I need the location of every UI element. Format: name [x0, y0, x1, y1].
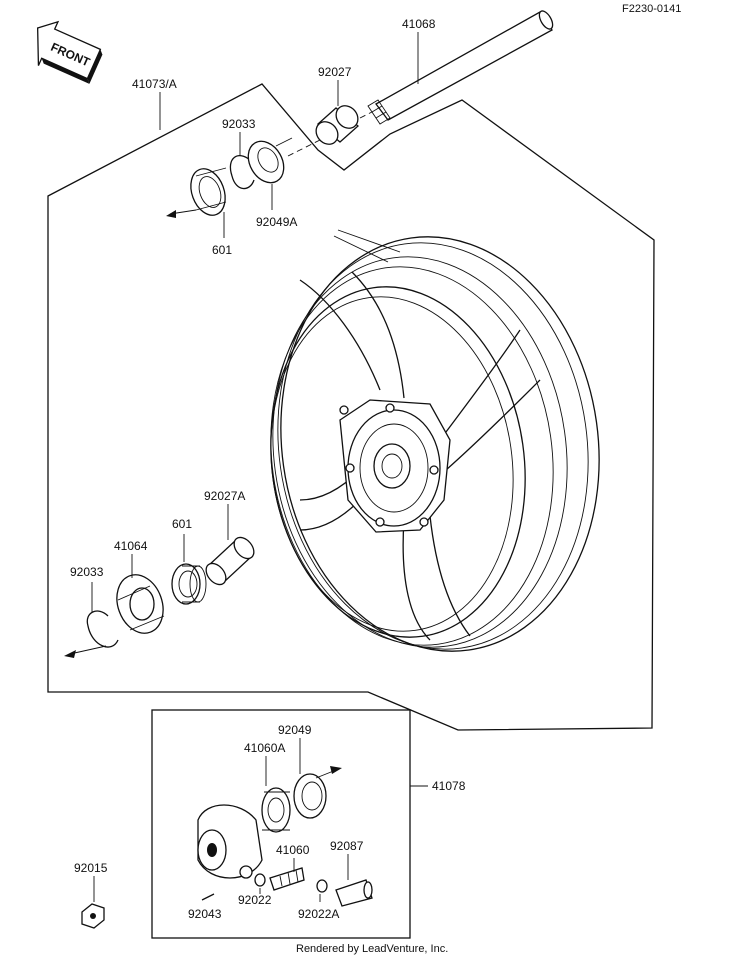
nut-label: 92015	[74, 861, 108, 875]
wheel-hub	[339, 399, 451, 533]
oil-seal-right-label: 92049A	[256, 215, 297, 229]
drive-gear	[261, 787, 291, 833]
washer-b-label: 92022A	[298, 907, 339, 921]
oil-seal-gear	[293, 773, 327, 819]
diagram-code: F2230-0141	[622, 3, 681, 15]
hub-cover	[116, 574, 165, 634]
axle-label: 41068	[402, 17, 436, 31]
meter-gear-assembly-outline	[151, 709, 411, 939]
circlip-right-label: 92033	[222, 117, 256, 131]
bearing-right	[190, 167, 227, 216]
meter-gear-assembly-label: 41078	[432, 779, 466, 793]
circlip-right	[229, 155, 255, 190]
circlip-left-label: 92033	[70, 565, 104, 579]
front-direction-arrow: FRONT	[36, 20, 103, 84]
gear-housing	[197, 804, 263, 879]
collar-right	[315, 105, 360, 145]
wheel-assembly-outline	[47, 83, 655, 731]
bushing	[335, 879, 373, 907]
footer-credit: Rendered by LeadVenture, Inc.	[296, 943, 448, 955]
pin	[201, 893, 215, 901]
bearing-right-label: 601	[212, 243, 232, 257]
collar-left-label: 92027A	[204, 489, 245, 503]
collar-right-label: 92027	[318, 65, 352, 79]
wheel-assembly-label: 41073/A	[132, 77, 177, 91]
washer-b	[316, 879, 328, 893]
pin-label: 92043	[188, 907, 222, 921]
oil-seal-right	[247, 137, 293, 184]
bushing-label: 92087	[330, 839, 364, 853]
pinion-gear-label: 41060	[276, 843, 310, 857]
washer-a-label: 92022	[238, 893, 272, 907]
axle	[367, 10, 554, 125]
collar-left	[205, 536, 255, 586]
washer-a	[254, 873, 266, 887]
bearing-left	[171, 563, 207, 605]
drive-gear-label: 41060A	[244, 741, 285, 755]
pinion-gear	[269, 867, 305, 891]
oil-seal-gear-label: 92049	[278, 723, 312, 737]
bearing-left-label: 601	[172, 517, 192, 531]
hub-cover-label: 41064	[114, 539, 148, 553]
circlip-left	[86, 610, 119, 648]
nut	[81, 903, 105, 929]
